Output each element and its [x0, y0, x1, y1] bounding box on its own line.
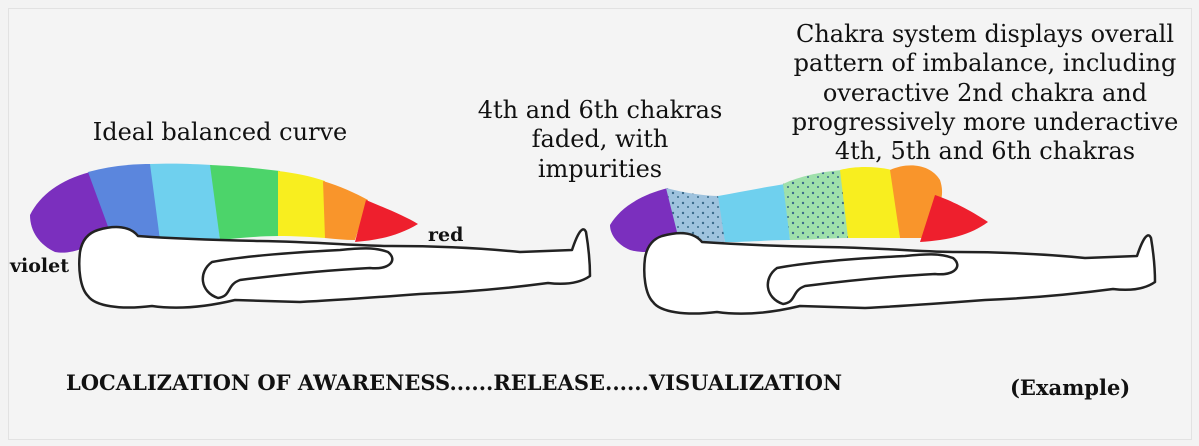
label-red: red: [428, 224, 463, 247]
red-band: [355, 200, 418, 242]
caption-chakra-system-imbalance: Chakra system displays overall pattern o…: [770, 20, 1199, 166]
caption-faded-chakras: 4th and 6th chakras faded, with impuriti…: [470, 96, 730, 184]
yellow-band: [840, 167, 900, 238]
label-violet: violet: [10, 255, 69, 278]
green-band: [210, 165, 280, 240]
footer-example: (Example): [1010, 375, 1130, 401]
body-outline-ideal: [79, 227, 590, 308]
body-outline-imbalanced: [644, 233, 1155, 314]
footer-title: LOCALIZATION OF AWARENESS......RELEASE..…: [66, 370, 842, 396]
green-impurities: [783, 170, 848, 240]
yellow-band: [278, 171, 325, 238]
caption-ideal-balanced: Ideal balanced curve: [90, 118, 350, 147]
blue-band: [718, 184, 790, 242]
